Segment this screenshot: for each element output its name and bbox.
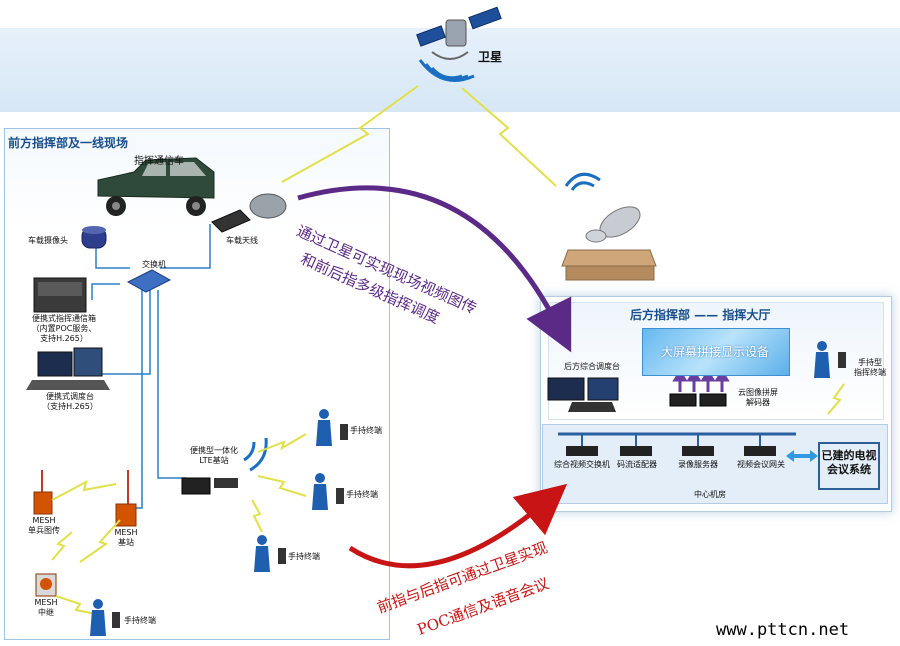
satellite-label: 卫星 bbox=[478, 50, 503, 64]
display-wall bbox=[642, 328, 790, 376]
watermark: www.pttcn.net bbox=[716, 620, 850, 640]
vehicle-antenna-label: 车载天线 bbox=[226, 236, 258, 245]
lte-station-icon bbox=[181, 437, 268, 495]
handheld-label: 手持终端 bbox=[346, 490, 378, 499]
switch-label: 交换机 bbox=[142, 260, 166, 269]
satellite-signal-icon bbox=[418, 59, 475, 82]
device-label: 录像服务器 bbox=[678, 460, 718, 469]
handheld-label: 手持终端 bbox=[124, 616, 156, 625]
decoder-label: 云图像拼屏 解码器 bbox=[738, 388, 778, 407]
handheld-label: 手持终端 bbox=[288, 552, 320, 561]
ground-station-icon bbox=[561, 172, 657, 281]
mesh-relay-icon bbox=[35, 573, 57, 597]
mesh-soldier-icon bbox=[33, 470, 53, 515]
portable-console-label: 便携式调度台 （支持H.265） bbox=[42, 392, 98, 411]
portable-box-icon bbox=[33, 277, 87, 313]
rear-console-label: 后方综合调度台 bbox=[564, 362, 620, 371]
device-label: 综合视频交换机 bbox=[554, 460, 610, 469]
machine-room-label: 中心机房 bbox=[694, 490, 726, 499]
mesh-soldier-label: MESH 单兵图传 bbox=[28, 516, 60, 535]
satellite-video-arrow bbox=[297, 185, 572, 353]
handheld-terminal-icon bbox=[316, 409, 348, 446]
machine-room-bus bbox=[558, 432, 818, 462]
handheld-command-label: 手持型 指挥终端 bbox=[854, 358, 886, 377]
satellite-link-left bbox=[281, 85, 419, 183]
tv-conference-system bbox=[818, 442, 880, 490]
lte-station-label: 便携型一体化 LTE基站 bbox=[190, 446, 238, 465]
handheld-terminal-icon bbox=[90, 599, 120, 636]
mesh-links bbox=[51, 433, 307, 615]
decoder-icon bbox=[669, 393, 727, 407]
device-label: 码流适配器 bbox=[617, 460, 657, 469]
device-label: 视频会议网关 bbox=[737, 460, 785, 469]
decoder-arrows bbox=[672, 369, 730, 392]
satellite-poc-arrow bbox=[348, 483, 568, 569]
vehicle-camera-icon bbox=[81, 226, 107, 249]
switch-icon bbox=[126, 269, 172, 293]
satellite-icon bbox=[416, 6, 502, 60]
portable-console-icon bbox=[26, 347, 110, 390]
vehicle-label: 指挥通信车 bbox=[134, 156, 184, 167]
vehicle-antenna-icon bbox=[211, 193, 287, 233]
handheld-command-icon bbox=[814, 341, 846, 415]
handheld-terminal-icon bbox=[254, 535, 286, 572]
mesh-base-icon bbox=[115, 470, 137, 527]
front-title: 前方指挥部及一线现场 bbox=[8, 136, 129, 150]
portable-box-label: 便携式指挥通信箱 （内置POC服务、 支持H.265） bbox=[31, 314, 97, 343]
display-wall-label: 大屏幕拼接显示设备 bbox=[660, 345, 769, 359]
tv-conference-label: 已建的电视 会议系统 bbox=[821, 449, 877, 476]
vehicle-camera-label: 车载摄像头 bbox=[28, 236, 68, 245]
handheld-label: 手持终端 bbox=[350, 426, 382, 435]
satellite-link-right bbox=[461, 87, 557, 187]
mesh-relay-label: MESH 中继 bbox=[34, 598, 58, 617]
mesh-base-label: MESH 基站 bbox=[114, 528, 138, 547]
command-vehicle-icon bbox=[97, 157, 215, 216]
rear-console-icon bbox=[547, 377, 619, 412]
handheld-terminal-icon bbox=[312, 473, 344, 510]
rear-title: 后方指挥部 —— 指挥大厅 bbox=[630, 308, 771, 322]
